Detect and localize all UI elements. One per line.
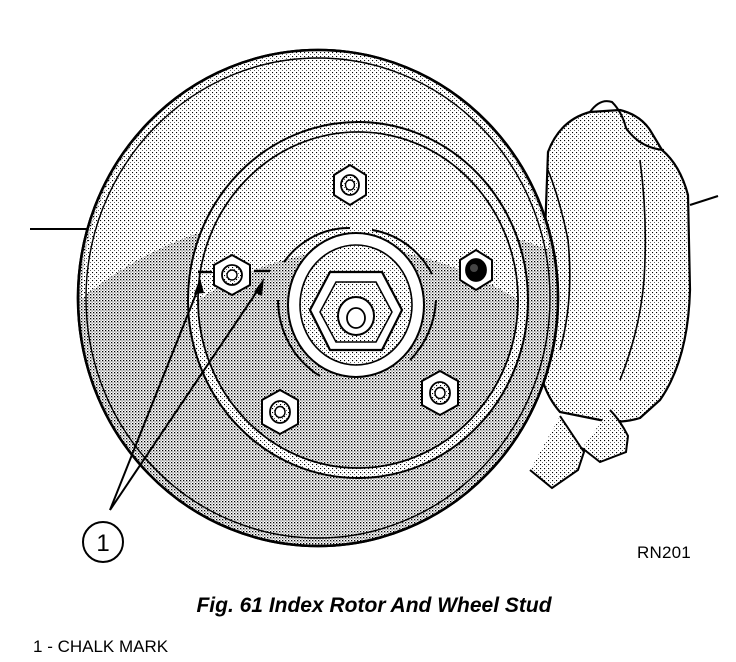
legend: 1 - CHALK MARK bbox=[33, 637, 168, 657]
legend-item-label: CHALK MARK bbox=[57, 637, 169, 656]
right-leader-line bbox=[689, 195, 719, 206]
lug-nut-top bbox=[333, 163, 367, 207]
caliper bbox=[529, 100, 692, 490]
callout-arrows bbox=[109, 278, 264, 511]
spindle-nut-icon bbox=[308, 270, 404, 352]
figure-caption: Fig. 61 Index Rotor And Wheel Stud bbox=[196, 594, 552, 617]
lug-nut-left-marked bbox=[213, 253, 251, 297]
legend-item-number: 1 bbox=[33, 637, 43, 656]
callout-icon: 1 bbox=[82, 521, 124, 563]
callout-number: 1 bbox=[96, 530, 109, 557]
reference-code: RN201 bbox=[637, 543, 691, 562]
lug-nut-bottom-right bbox=[421, 369, 459, 417]
legend-item-separator: - bbox=[42, 637, 58, 656]
chalk-marks bbox=[198, 269, 270, 274]
lug-nut-right bbox=[459, 248, 493, 292]
legend-item: 1 - CHALK MARK bbox=[33, 637, 168, 657]
lug-nut-bottom-left bbox=[261, 388, 299, 436]
rotor-wheel-stud-illustration: 1 bbox=[30, 48, 719, 563]
